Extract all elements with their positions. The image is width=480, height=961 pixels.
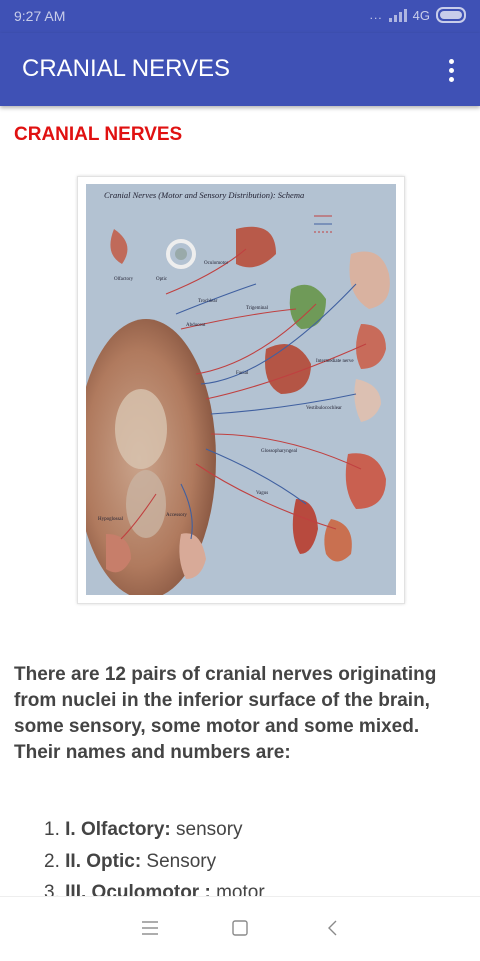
figure-label: Vagus <box>256 491 268 496</box>
nerve-name: II. Optic: <box>65 850 142 872</box>
notification-dots-icon: ... <box>369 8 383 22</box>
nerve-name: III. Oculomotor : <box>65 882 211 896</box>
nerve-type: Sensory <box>146 850 217 872</box>
nerve-type: sensory <box>176 819 243 840</box>
content-scroll[interactable]: CRANIAL NERVES Cranial Nerves (Motor and… <box>0 106 480 896</box>
battery-icon <box>436 7 466 23</box>
figure-label: Intermediate nerve <box>316 359 354 364</box>
nerve-type: motor <box>216 882 265 896</box>
list-number: 3. <box>44 882 60 896</box>
list-number: 1. <box>44 819 60 840</box>
list-number: 2. <box>44 850 60 872</box>
status-bar: 9:27 AM ... 4G <box>0 0 480 33</box>
figure-label: Olfactory <box>114 277 134 282</box>
figure-label: Optic <box>156 277 168 282</box>
status-icons: ... 4G <box>370 7 466 23</box>
page-heading: CRANIAL NERVES <box>14 124 183 145</box>
overflow-menu-icon[interactable] <box>436 53 466 87</box>
figure-label: Abducent <box>186 323 206 328</box>
status-time: 9:27 AM <box>14 8 66 24</box>
home-icon[interactable] <box>226 914 254 942</box>
network-type: 4G <box>412 7 430 23</box>
figure-label: Trochlear <box>198 299 218 304</box>
app-title: CRANIAL NERVES <box>22 55 231 82</box>
figure-label: Vestibulocochlear <box>306 406 342 411</box>
app-bar: CRANIAL NERVES <box>0 33 480 106</box>
list-item: 1. I. Olfactory: sensory <box>44 817 265 849</box>
figure-frame[interactable]: Cranial Nerves (Motor and Sensory Distri… <box>77 176 405 604</box>
figure-title: Cranial Nerves (Motor and Sensory Distri… <box>104 190 304 200</box>
nerve-name: I. Olfactory: <box>65 819 171 840</box>
figure-label: Glossopharyngeal <box>261 449 298 454</box>
navigation-bar <box>0 896 480 961</box>
back-icon[interactable] <box>318 914 346 942</box>
figure-label: Hypoglossal <box>98 517 124 522</box>
intro-paragraph: There are 12 pairs of cranial nerves ori… <box>14 664 437 763</box>
signal-icon <box>388 8 407 22</box>
figure-label: Facial <box>236 371 249 376</box>
nerve-list: 1. I. Olfactory: sensory 2. II. Optic: S… <box>44 817 265 896</box>
figure-label: Trigeminal <box>246 306 269 311</box>
figure-label: Oculomotor <box>204 261 228 266</box>
figure-label: Accessory <box>166 513 187 518</box>
list-item: 2. II. Optic: Sensory <box>44 849 265 881</box>
list-item: 3. III. Oculomotor : motor <box>44 880 265 896</box>
menu-icon[interactable] <box>136 914 164 942</box>
cranial-nerves-illustration: Cranial Nerves (Motor and Sensory Distri… <box>86 184 396 595</box>
